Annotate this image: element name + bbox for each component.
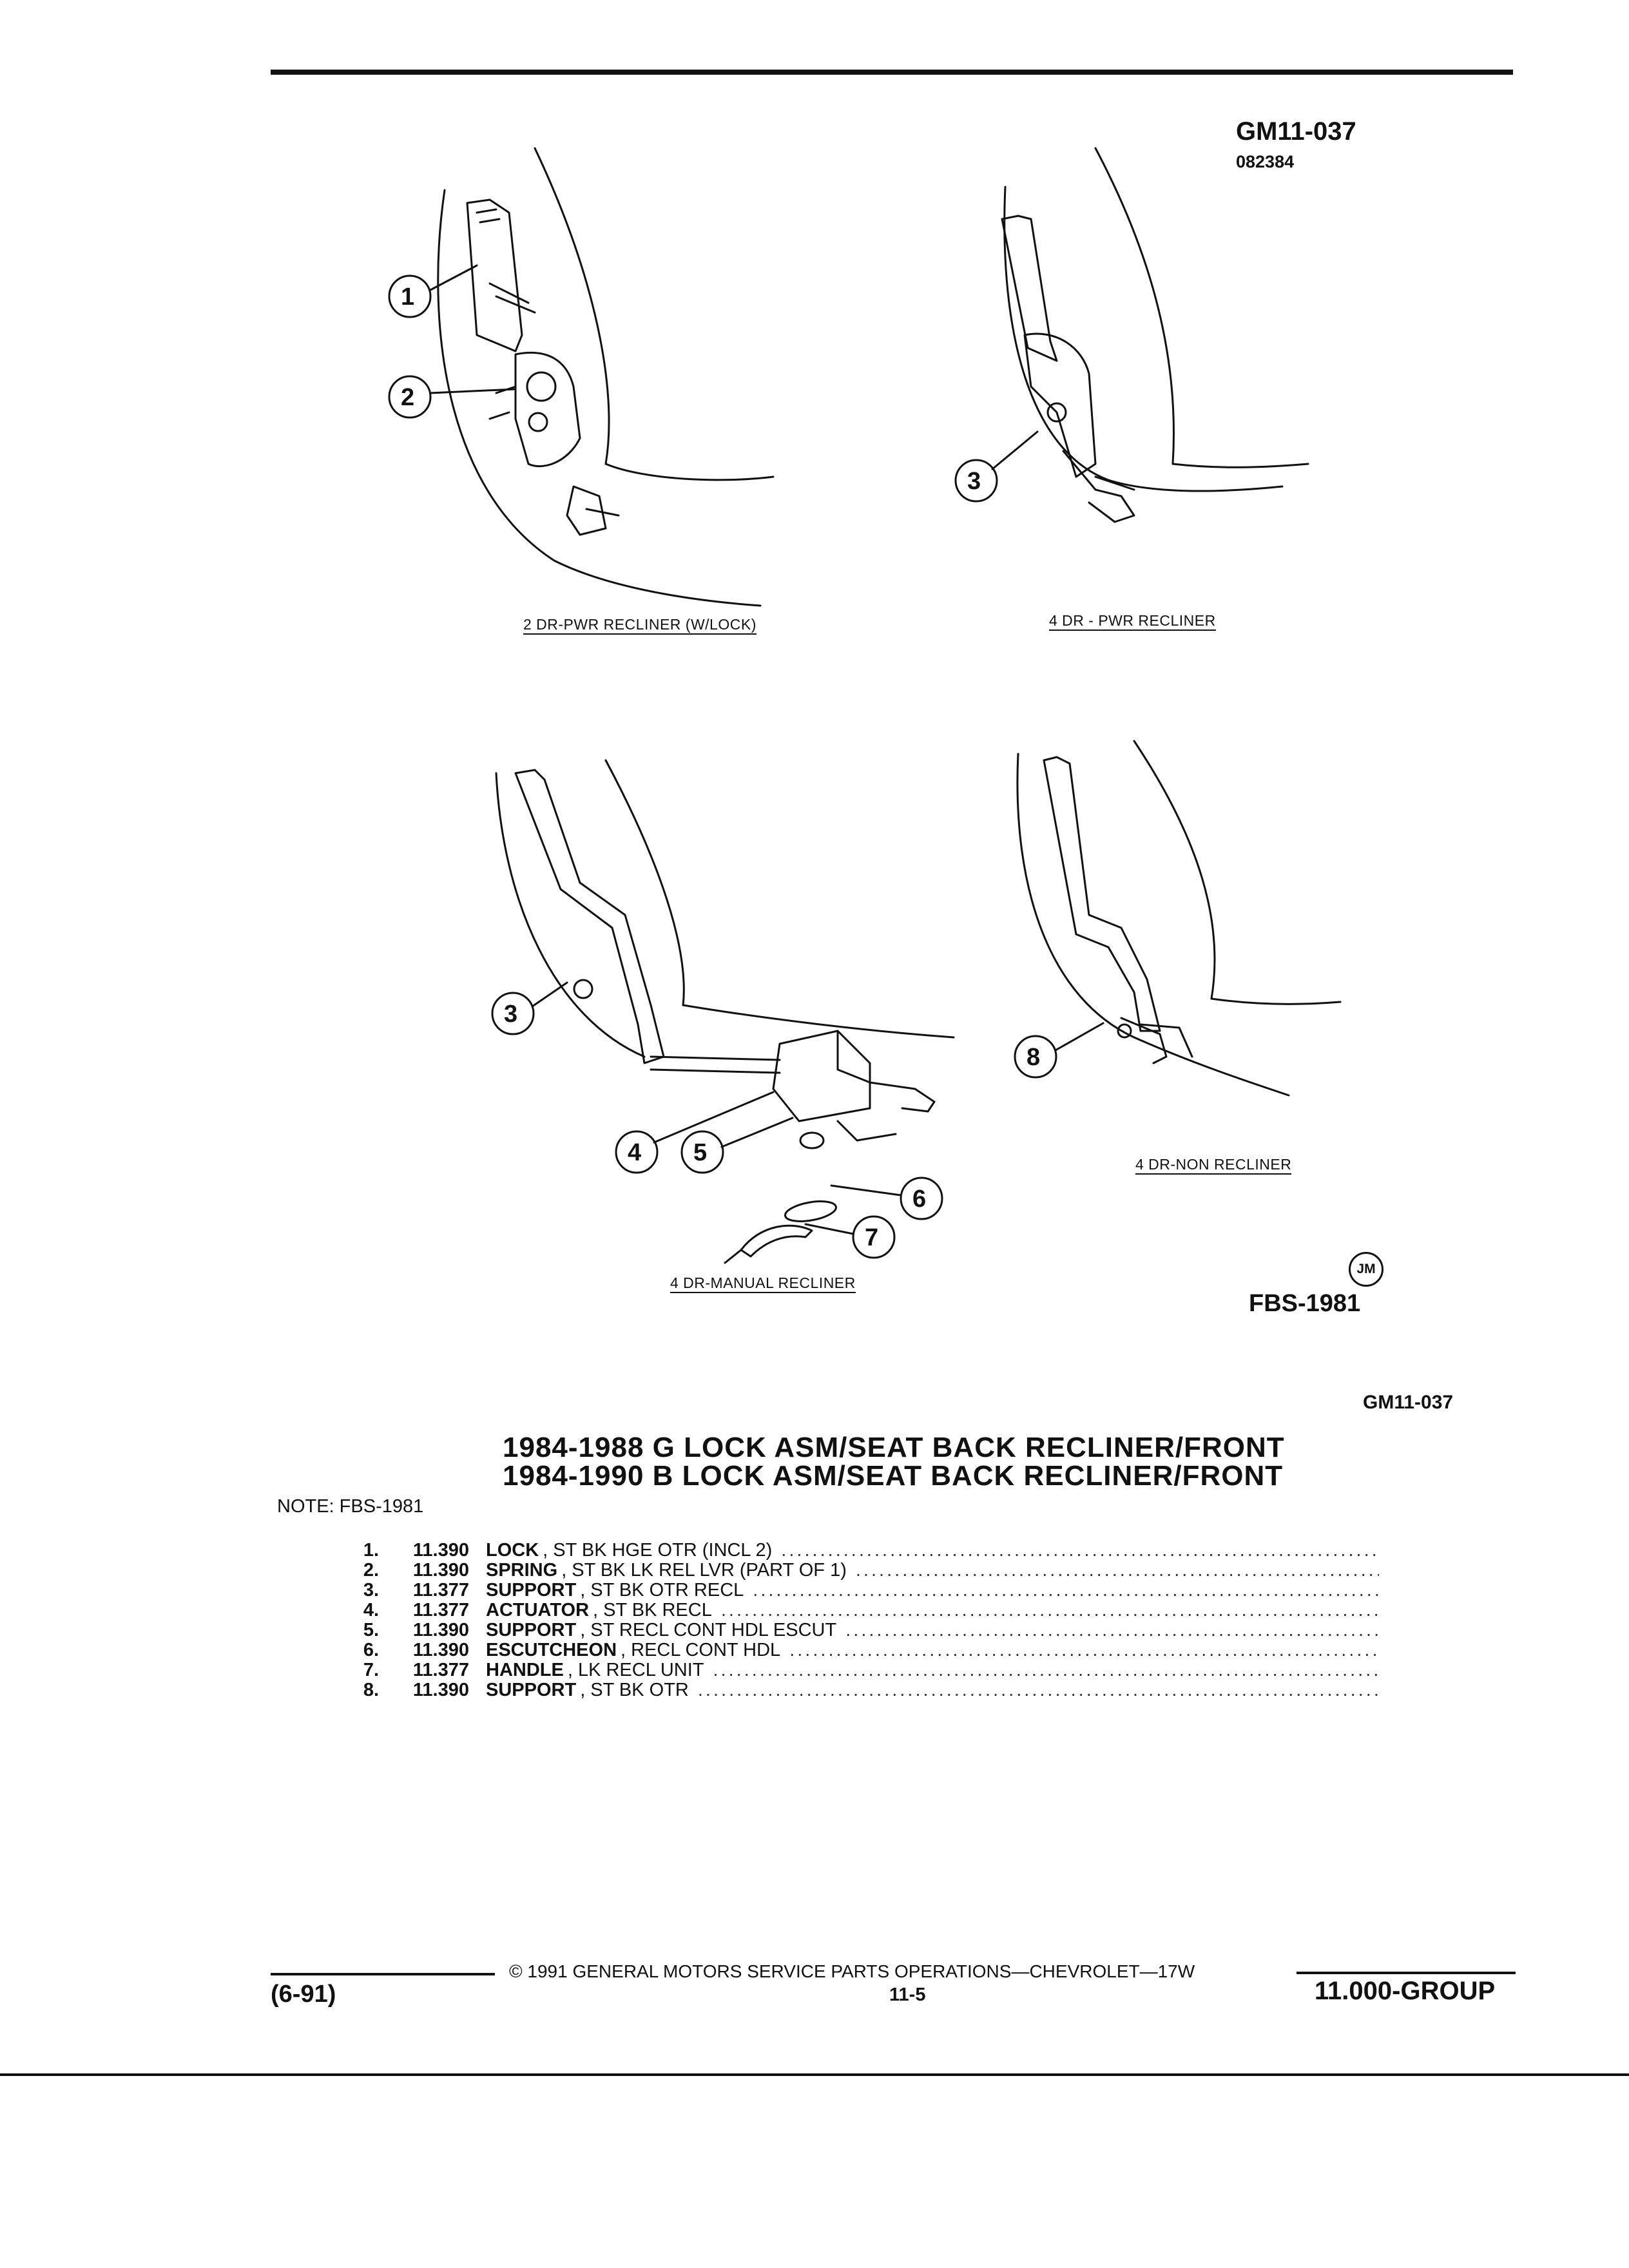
part-number: 3. [363, 1580, 379, 1600]
leader-dots: ........................................… [753, 1580, 1379, 1600]
callout-1-fig1: 1 [401, 284, 415, 311]
part-code: 11.390 [412, 1620, 469, 1640]
part-number: 7. [363, 1660, 379, 1680]
leader-dots: ........................................… [697, 1680, 1379, 1700]
header-code: GM11-037 [1236, 117, 1356, 146]
part-code: 11.390 [412, 1680, 469, 1700]
figure-2dr-callouts [388, 264, 517, 419]
part-code: 11.390 [412, 1540, 469, 1561]
part-desc: , ST BK RECL [593, 1600, 712, 1620]
parts-row: 1. 11.390 LOCK , ST BK HGE OTR (INCL 2) … [348, 1540, 1379, 1561]
section-code: GM11-037 [1363, 1392, 1454, 1413]
figure-code: FBS-1981 [1249, 1290, 1361, 1317]
header-sub-code: 082384 [1236, 152, 1295, 171]
leader-dots: ........................................… [781, 1540, 1379, 1561]
part-name: SUPPORT [486, 1580, 577, 1600]
figure-4dr-manual-recliner [495, 759, 955, 1264]
callout-3-fig3: 3 [504, 1001, 518, 1028]
title-line-2: 1984-1990 B LOCK ASM/SEAT BACK RECLINER/… [503, 1460, 1284, 1492]
leader-dots: ........................................… [720, 1600, 1379, 1620]
part-number: 8. [363, 1680, 379, 1700]
footer-copyright: © 1991 GENERAL MOTORS SERVICE PARTS OPER… [509, 1961, 1195, 1981]
part-desc: , LK RECL UNIT [567, 1660, 704, 1680]
part-name: ESCUTCHEON [486, 1640, 617, 1660]
part-desc: , RECL CONT HDL [621, 1640, 781, 1660]
parts-row: 7. 11.377 HANDLE , LK RECL UNIT ........… [348, 1660, 1379, 1680]
part-code: 11.377 [412, 1660, 469, 1680]
parts-row: 2. 11.390 SPRING , ST BK LK REL LVR (PAR… [348, 1560, 1379, 1581]
caption-4dr-pwr-recliner: 4 DR - PWR RECLINER [1049, 612, 1216, 631]
note: NOTE: FBS-1981 [277, 1496, 424, 1517]
callout-4-fig3: 4 [628, 1139, 642, 1166]
callout-5-fig3: 5 [693, 1139, 708, 1166]
leader-dots: ........................................… [845, 1620, 1379, 1640]
callout-3-fig2: 3 [967, 468, 981, 495]
figure-4dr-non-callouts [1014, 1022, 1104, 1079]
caption-4dr-non-recliner: 4 DR-NON RECLINER [1135, 1156, 1292, 1175]
part-name: ACTUATOR [486, 1600, 590, 1620]
part-code: 11.377 [412, 1600, 469, 1620]
bottom-rule [0, 2073, 1629, 2076]
caption-4dr-manual-recliner: 4 DR-MANUAL RECLINER [670, 1274, 856, 1293]
figure-4dr-manual-callouts [491, 981, 943, 1259]
part-desc: , ST RECL CONT HDL ESCUT [580, 1620, 837, 1640]
part-number: 2. [363, 1560, 379, 1581]
figure-4dr-pwr-callouts [954, 430, 1039, 503]
part-name: HANDLE [486, 1660, 564, 1680]
callout-7-fig3: 7 [865, 1224, 879, 1251]
jm-badge: JM [1349, 1252, 1383, 1287]
callout-8-fig4: 8 [1027, 1044, 1041, 1071]
part-name: SUPPORT [486, 1680, 577, 1700]
figure-2dr-pwr-recliner [437, 147, 775, 607]
parts-row: 8. 11.390 SUPPORT , ST BK OTR ..........… [348, 1680, 1379, 1700]
part-desc: , ST BK OTR RECL [580, 1580, 744, 1600]
part-code: 11.377 [412, 1580, 469, 1600]
part-code: 11.390 [412, 1640, 469, 1660]
part-desc: , ST BK HGE OTR (INCL 2) [543, 1540, 773, 1561]
footer-edition: (6-91) [271, 1981, 336, 2008]
leader-dots: ........................................… [855, 1560, 1379, 1581]
figure-4dr-pwr-recliner [1001, 147, 1309, 523]
parts-row: 5. 11.390 SUPPORT , ST RECL CONT HDL ESC… [348, 1620, 1379, 1640]
caption-2dr-pwr-recliner: 2 DR-PWR RECLINER (W/LOCK) [523, 616, 757, 635]
leader-dots: ........................................… [713, 1660, 1379, 1680]
footer-rule-right [1296, 1972, 1516, 1974]
footer-page-number: 11-5 [889, 1984, 926, 2005]
footer-group: 11.000-GROUP [1315, 1977, 1496, 2005]
part-desc: , ST BK LK REL LVR (PART OF 1) [561, 1560, 847, 1581]
part-code: 11.390 [412, 1560, 469, 1581]
part-number: 5. [363, 1620, 379, 1640]
parts-list: 1. 11.390 LOCK , ST BK HGE OTR (INCL 2) … [348, 1540, 1379, 1700]
part-name: LOCK [486, 1540, 539, 1561]
part-name: SUPPORT [486, 1620, 577, 1640]
part-number: 4. [363, 1600, 379, 1620]
parts-row: 3. 11.377 SUPPORT , ST BK OTR RECL .....… [348, 1580, 1379, 1600]
part-name: SPRING [486, 1560, 558, 1581]
parts-row: 6. 11.390 ESCUTCHEON , RECL CONT HDL ...… [348, 1640, 1379, 1660]
recliner-illustrations [388, 147, 1342, 1264]
title-line-1: 1984-1988 G LOCK ASM/SEAT BACK RECLINER/… [503, 1432, 1285, 1463]
figure-4dr-non-recliner [1016, 740, 1342, 1097]
part-desc: , ST BK OTR [580, 1680, 689, 1700]
part-number: 6. [363, 1640, 379, 1660]
parts-row: 4. 11.377 ACTUATOR , ST BK RECL ........… [348, 1600, 1379, 1620]
callout-6-fig3: 6 [912, 1186, 927, 1213]
callout-2-fig1: 2 [401, 384, 415, 411]
footer-rule-left [271, 1973, 495, 1975]
leader-dots: ........................................… [789, 1640, 1379, 1660]
part-number: 1. [363, 1540, 379, 1561]
top-rule [271, 70, 1513, 75]
